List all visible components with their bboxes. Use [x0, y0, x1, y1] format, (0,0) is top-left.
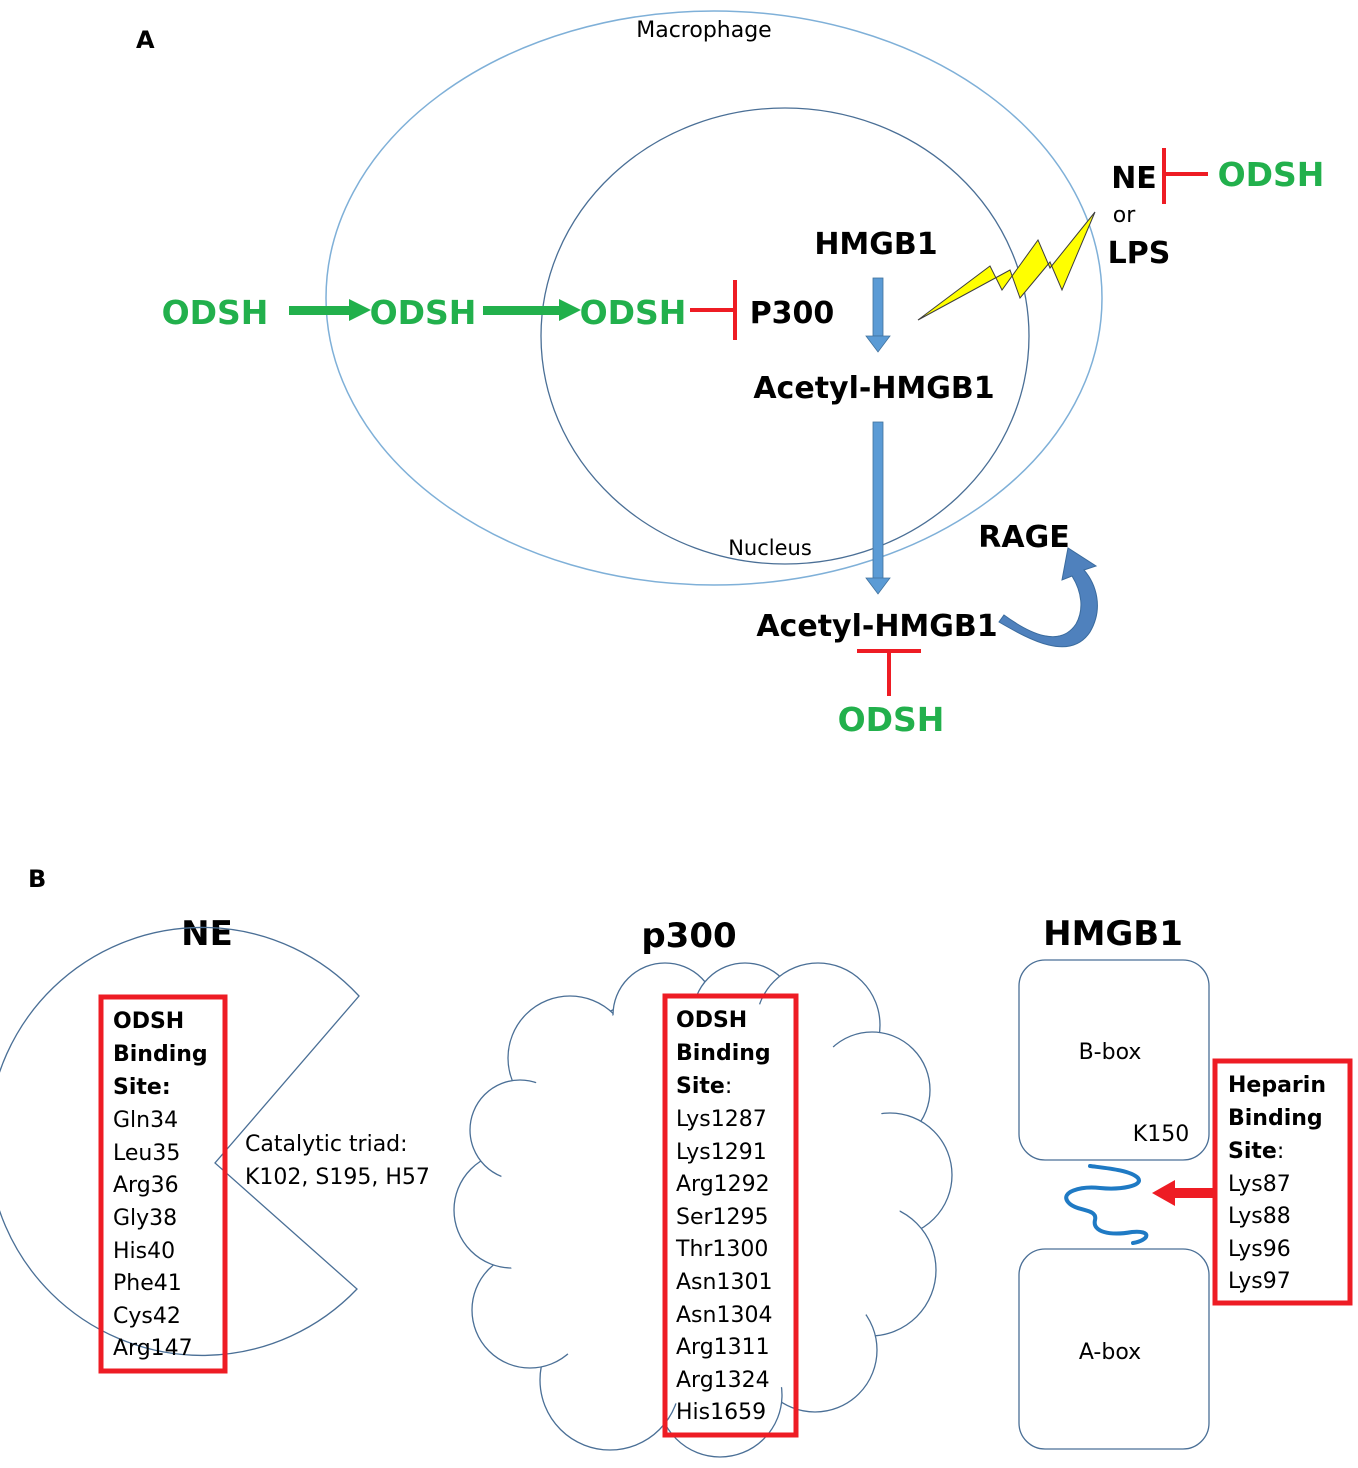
hmgb1-label: HMGB1	[814, 227, 937, 262]
rage-label: RAGE	[978, 520, 1069, 555]
inhibition-odsh-acetyl-hmgb1	[857, 649, 921, 696]
b-box-label: B-box	[1079, 1040, 1142, 1065]
odsh-cytoplasm: ODSH	[370, 293, 477, 332]
p300-site-title: ODSH Binding Site:	[676, 1008, 771, 1099]
hmgb1-site-colon: :	[1277, 1139, 1284, 1164]
hmgb1-site-title-line: Binding	[1228, 1106, 1323, 1131]
panel-a-label: A	[136, 26, 155, 54]
or-label: or	[1113, 203, 1136, 228]
ne-residue: Cys42	[113, 1304, 181, 1329]
p300-residue: Arg1311	[676, 1335, 770, 1360]
hmgb1-site-word: Site	[1228, 1139, 1277, 1164]
a-box-domain	[1018, 1248, 1210, 1450]
linker-region	[1064, 1164, 1149, 1245]
ne-residue: Phe41	[113, 1271, 182, 1296]
ne-site-title: ODSH Binding Site:	[113, 1009, 208, 1100]
odsh-bottom: ODSH	[838, 700, 945, 739]
p300-residue: Ser1295	[676, 1205, 769, 1230]
red-arrow-heparin-site	[1152, 1180, 1215, 1206]
ne-residue: Arg147	[113, 1336, 193, 1361]
p300-label: P300	[750, 296, 835, 331]
lps-label: LPS	[1108, 236, 1171, 271]
hmgb1-residue-list: Lys87 Lys88 Lys96 Lys97	[1228, 1172, 1291, 1294]
p300-residue: Thr1300	[675, 1237, 768, 1262]
acetyl-hmgb1-nuclear: Acetyl-HMGB1	[753, 371, 994, 406]
heparin-binding-site-box	[1212, 1058, 1353, 1306]
p300-cloud-shape	[453, 962, 953, 1458]
acetyl-hmgb1-extracellular: Acetyl-HMGB1	[756, 609, 997, 644]
p300-site-title-line: ODSH	[676, 1008, 747, 1033]
ne-stimulus-label: NE	[1111, 161, 1157, 196]
p300-site-title-line: Site:	[676, 1074, 732, 1099]
inhibition-odsh-ne	[1162, 148, 1208, 204]
p300-binding-site-box	[662, 993, 799, 1438]
hmgb1-residue: Lys88	[1228, 1204, 1291, 1229]
ne-residue: His40	[113, 1239, 175, 1264]
hmgb1-residue: Lys96	[1228, 1237, 1291, 1262]
p300-residue: Arg1292	[676, 1172, 770, 1197]
nucleus-label: Nucleus	[728, 536, 812, 560]
blue-arrow-acetylation	[865, 277, 891, 353]
hmgb1-residue: Lys97	[1228, 1269, 1291, 1294]
catalytic-triad-label: Catalytic triad:	[245, 1132, 408, 1157]
ne-residue-list: Gln34 Leu35 Arg36 Gly38 His40 Phe41 Cys4…	[113, 1108, 193, 1361]
p300-residue: His1659	[676, 1400, 766, 1425]
curved-arrow-rage	[998, 547, 1098, 648]
ne-binding-site-box	[98, 994, 228, 1374]
hmgb1-title: HMGB1	[1043, 914, 1183, 954]
a-box-label: A-box	[1079, 1340, 1141, 1365]
ne-residue: Gly38	[113, 1206, 177, 1231]
p300-residue: Lys1287	[676, 1107, 767, 1132]
macrophage-membrane	[325, 10, 1103, 586]
b-box-domain	[1018, 959, 1210, 1161]
p300-site-colon: :	[725, 1074, 732, 1099]
p300-residue-list: Lys1287 Lys1291 Arg1292 Ser1295 Thr1300 …	[675, 1107, 772, 1425]
odsh-extracellular: ODSH	[162, 293, 269, 332]
p300-residue: Asn1301	[676, 1270, 772, 1295]
odsh-ne: ODSH	[1218, 155, 1325, 194]
p300-title: p300	[641, 916, 736, 956]
ne-site-title-line: ODSH	[113, 1009, 184, 1034]
p300-site-title-line: Binding	[676, 1041, 771, 1066]
ne-residue: Gln34	[113, 1108, 178, 1133]
hmgb1-residue: Lys87	[1228, 1172, 1291, 1197]
ne-title: NE	[181, 914, 233, 954]
ne-pacman-shape	[0, 926, 360, 1357]
hmgb1-site-title-line: Heparin	[1228, 1073, 1326, 1098]
blue-arrow-export	[865, 421, 891, 595]
odsh-nucleus: ODSH	[580, 293, 687, 332]
catalytic-triad-residues: K102, S195, H57	[245, 1165, 430, 1190]
nucleus-membrane	[540, 107, 1030, 565]
p300-residue: Asn1304	[676, 1303, 772, 1328]
p300-site-word: Site	[676, 1074, 725, 1099]
hmgb1-site-title: Heparin Binding Site:	[1228, 1073, 1326, 1164]
lightning-bolt-icon	[917, 211, 1096, 321]
green-arrow-1	[289, 299, 371, 321]
ne-site-title-line: Binding	[113, 1042, 208, 1067]
ne-residue: Leu35	[113, 1141, 180, 1166]
p300-residue: Lys1291	[676, 1140, 767, 1165]
hmgb1-site-title-line: Site:	[1228, 1139, 1284, 1164]
inhibition-odsh-p300	[690, 280, 737, 340]
p300-residue: Arg1324	[676, 1368, 770, 1393]
panel-b-label: B	[28, 865, 46, 893]
k150-label: K150	[1133, 1122, 1189, 1147]
ne-site-title-line: Site:	[113, 1075, 171, 1100]
ne-residue: Arg36	[113, 1173, 179, 1198]
macrophage-label: Macrophage	[636, 18, 771, 43]
green-arrow-2	[483, 299, 581, 321]
